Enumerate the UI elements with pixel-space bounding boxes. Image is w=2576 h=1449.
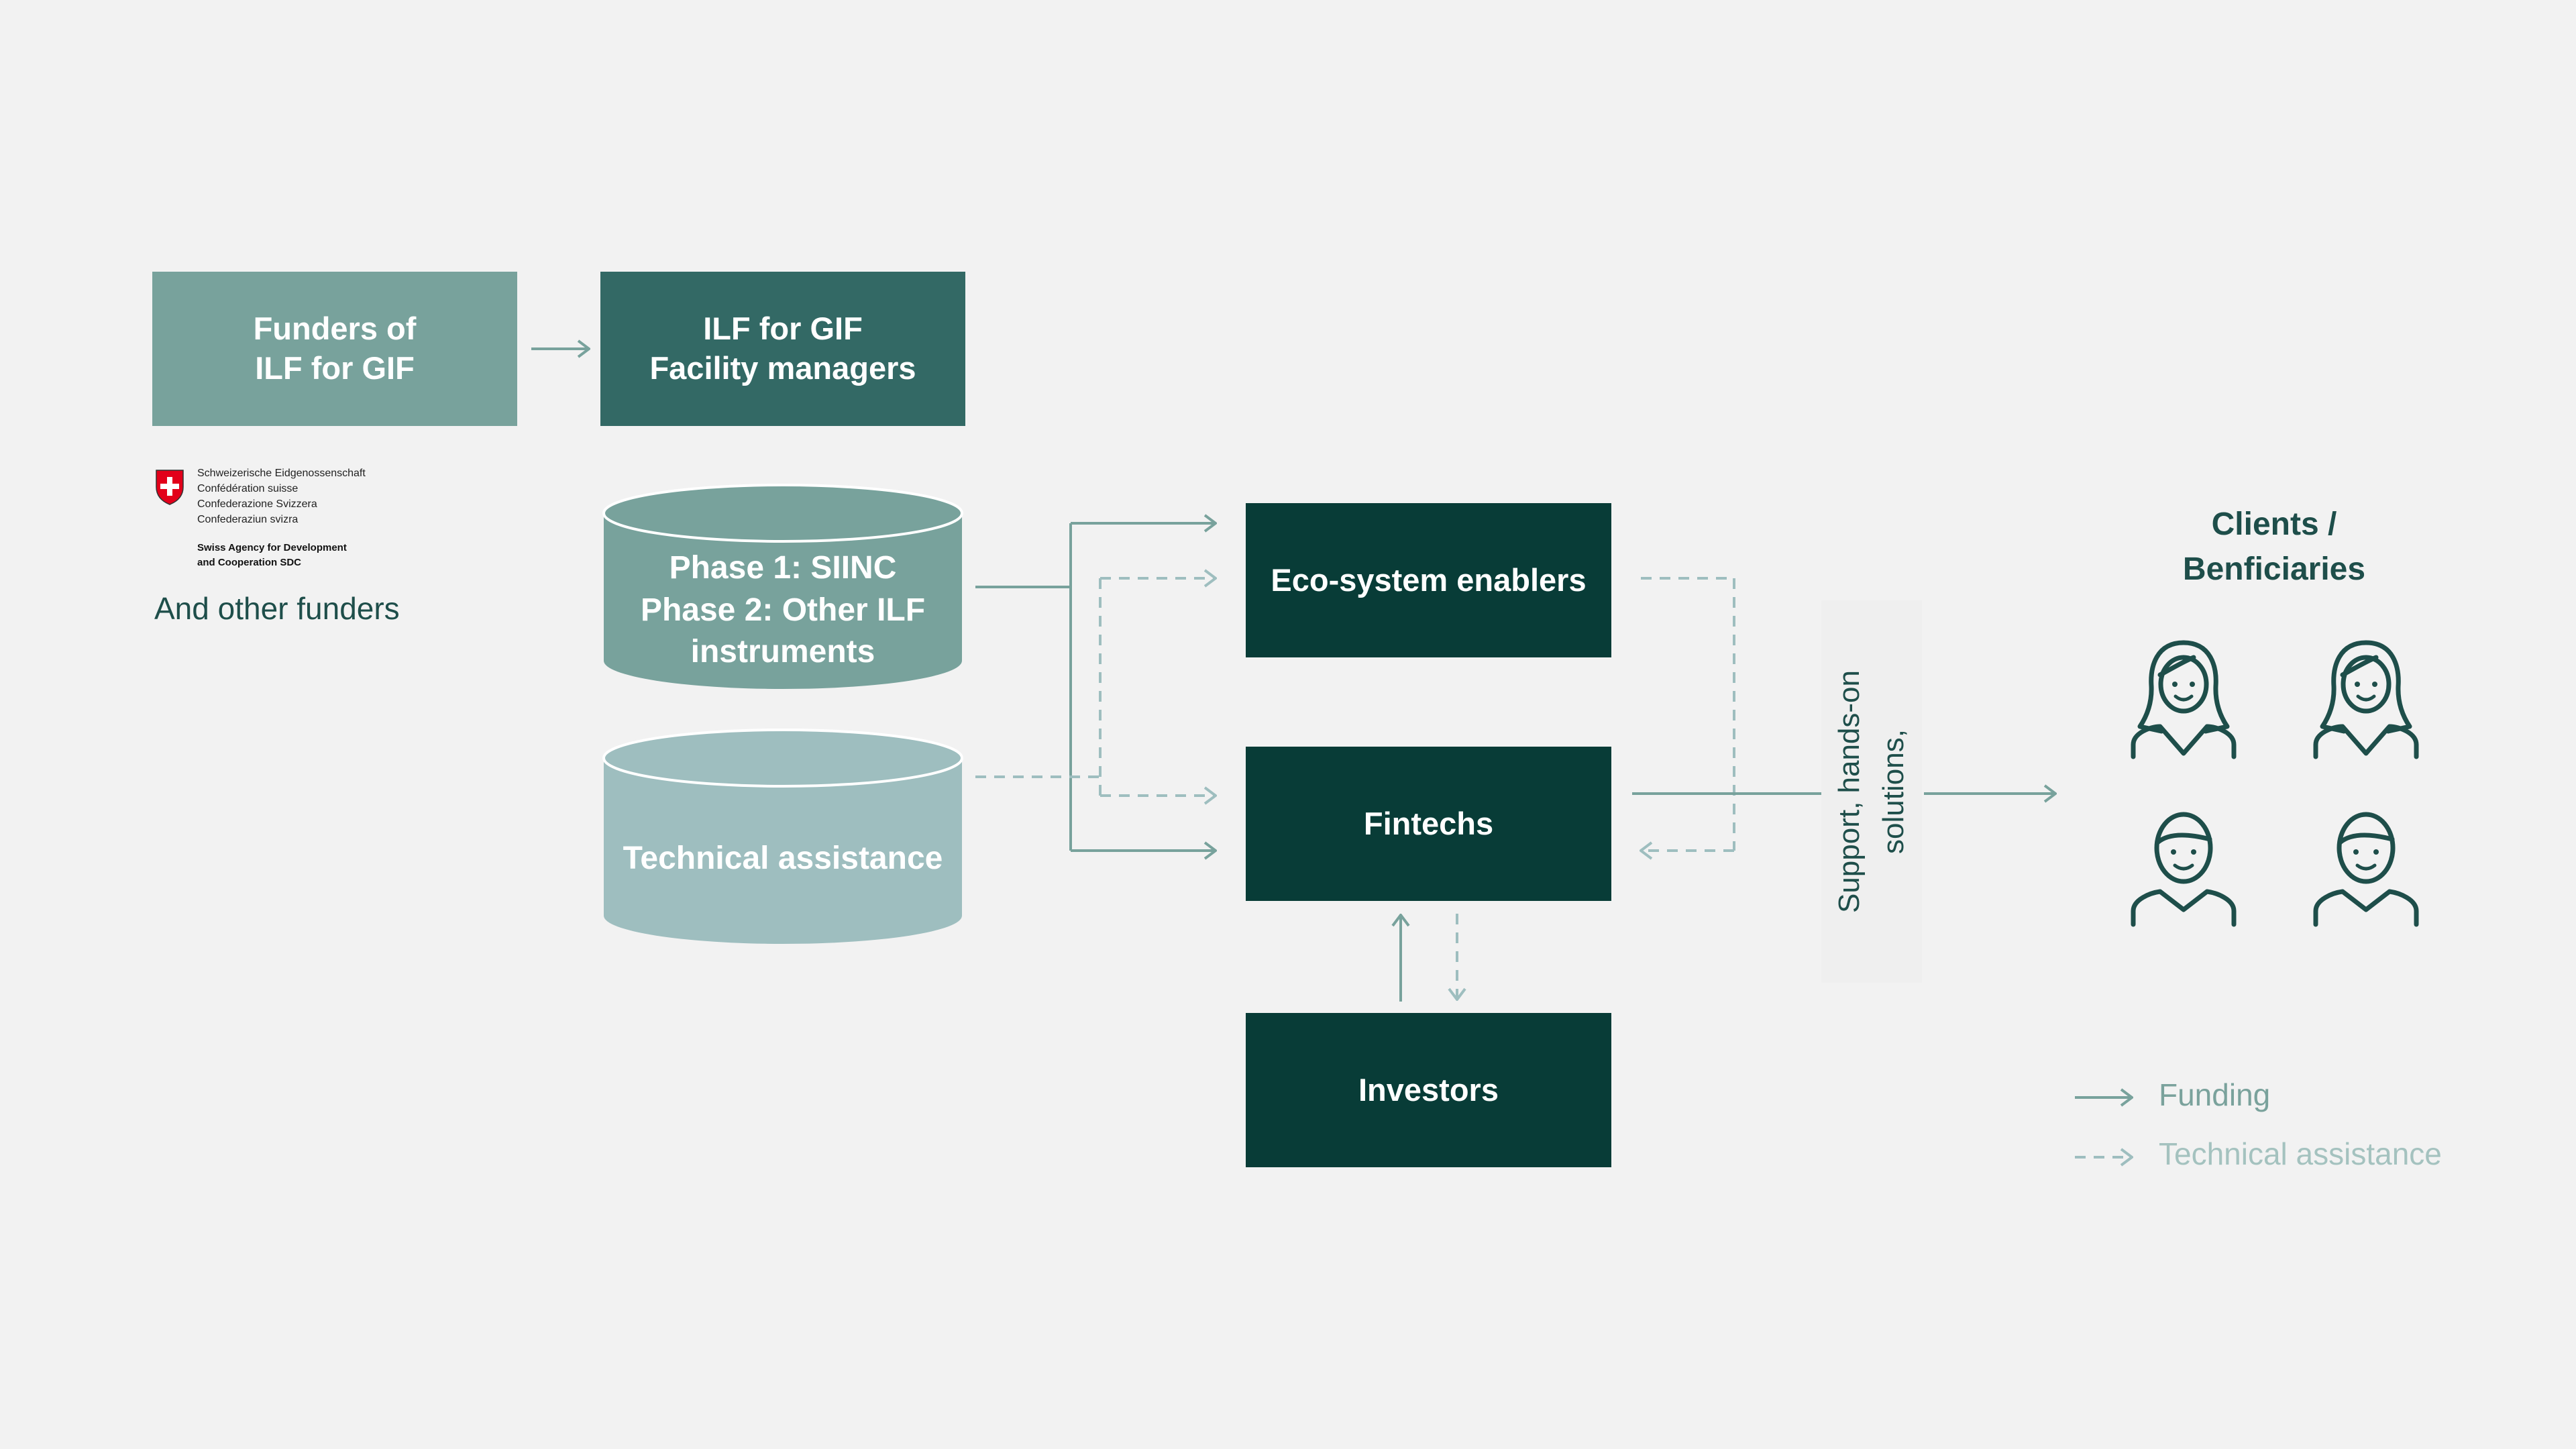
clients-title: Clients / Benficiaries [2182, 506, 2366, 588]
sdc-agency-text: Swiss Agency for Development and Coopera… [197, 542, 347, 568]
funders-box: Funders of ILF for GIF [152, 272, 517, 426]
phases-label: Phase 1: SIINC Phase 2: Other ILF instru… [640, 550, 926, 670]
man-icon [2131, 812, 2237, 927]
sdc-logo: Schweizerische Eidgenossenschaft Confédé… [150, 466, 432, 573]
fintechs-box: Fintechs [1246, 747, 1611, 901]
funders-label: Funders of ILF for GIF [253, 311, 417, 386]
investors-label: Investors [1358, 1071, 1499, 1108]
woman-icon [2131, 640, 2237, 759]
support-label-panel [1821, 600, 1922, 983]
support-label-text: Support, hands-on solutions, [1833, 669, 1910, 914]
fintechs-label: Fintechs [1363, 805, 1494, 841]
sdc-logo-text: Schweizerische Eidgenossenschaft Confédé… [197, 468, 366, 525]
legend-funding-label: Funding [2159, 1077, 2271, 1112]
ta-connector [975, 578, 1216, 796]
eco-to-fintech-ta [1641, 577, 1735, 851]
cylinder-phases [602, 484, 963, 689]
legend-technical-assistance-label: Technical assistance [2159, 1136, 2442, 1171]
woman-icon [2313, 640, 2419, 759]
eco-system-enablers-label: Eco-system enablers [1271, 561, 1587, 598]
man-icon [2313, 812, 2419, 927]
facility-managers-box: ILF for GIF Facility managers [600, 272, 965, 426]
swiss-cross-shield-icon [156, 470, 184, 505]
funding-connector [975, 523, 1216, 851]
cylinder-technical-assistance [602, 729, 963, 944]
other-funders-text: And other funders [154, 591, 400, 626]
facility-managers-label: ILF for GIF Facility managers [649, 311, 916, 386]
investors-box: Investors [1246, 1013, 1611, 1167]
technical-assistance-label: Technical assistance [623, 840, 943, 876]
eco-system-enablers-box: Eco-system enablers [1246, 503, 1611, 657]
